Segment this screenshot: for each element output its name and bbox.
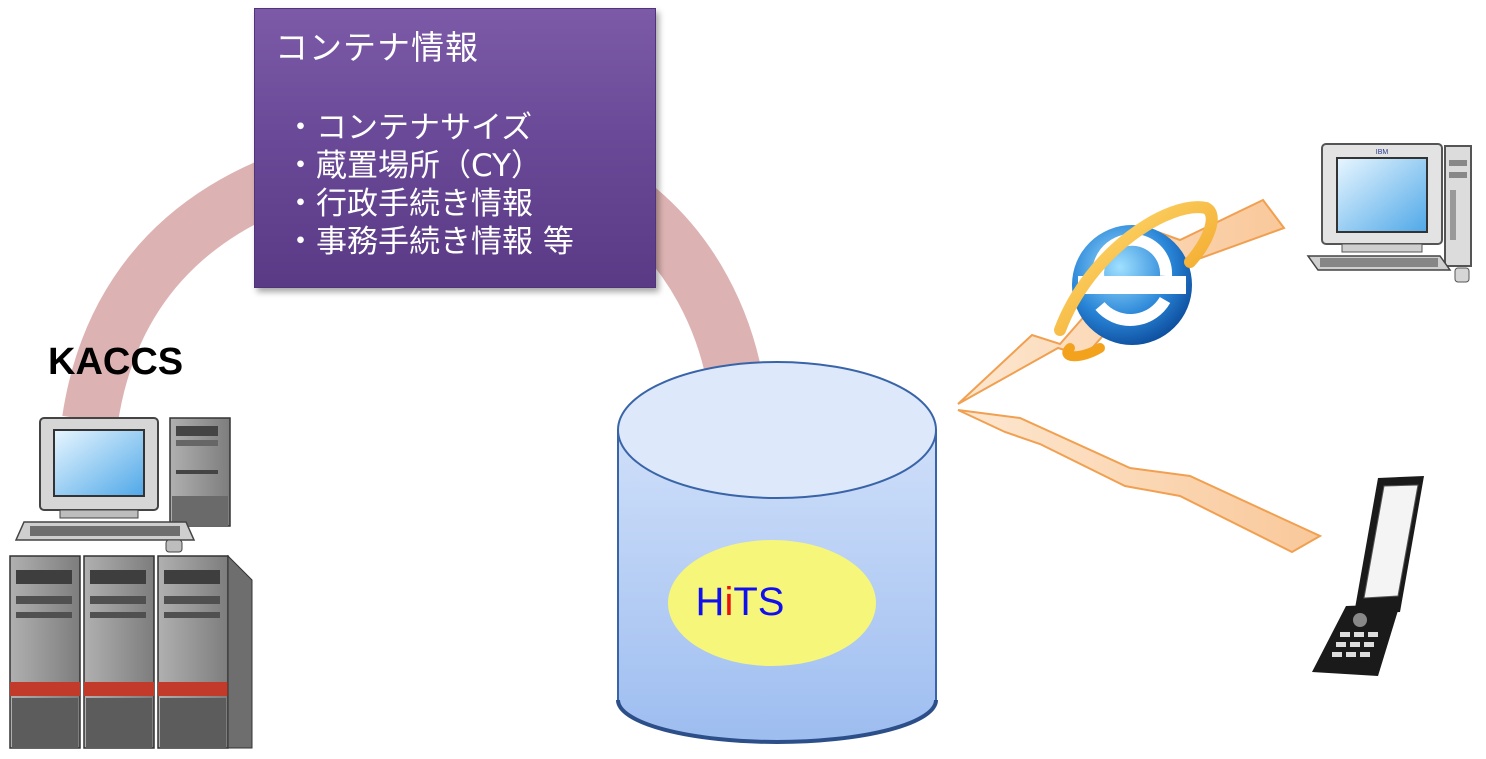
desktop-computer-icon: IBM [1306,143,1472,283]
hits-label-part2: TS [733,580,785,624]
mobile-phone-icon [1312,476,1424,676]
internet-explorer-icon [1054,201,1218,362]
database-cylinder-icon [616,361,938,744]
info-box-list: ・コンテナサイズ ・蔵置場所（CY） ・行政手続き情報 ・事務手続き情報 等 [285,109,574,261]
hits-ellipse [668,540,876,666]
container-info-box: コンテナ情報 ・コンテナサイズ ・蔵置場所（CY） ・行政手続き情報 ・事務手続… [254,8,656,288]
monitor-brand: IBM [1376,149,1389,156]
kaccs-label: KACCS [48,341,184,383]
hits-label-accent: i [724,580,734,624]
info-box-title: コンテナ情報 [275,28,479,67]
list-item: ・行政手続き情報 [285,186,533,222]
list-item: ・蔵置場所（CY） [285,148,543,184]
list-item: ・コンテナサイズ [285,110,533,146]
hits-label: HiTS [640,580,840,625]
hits-label-part1: H [695,580,725,624]
list-item: ・事務手続き情報 等 [285,224,574,260]
server-cluster-icon [9,417,253,749]
